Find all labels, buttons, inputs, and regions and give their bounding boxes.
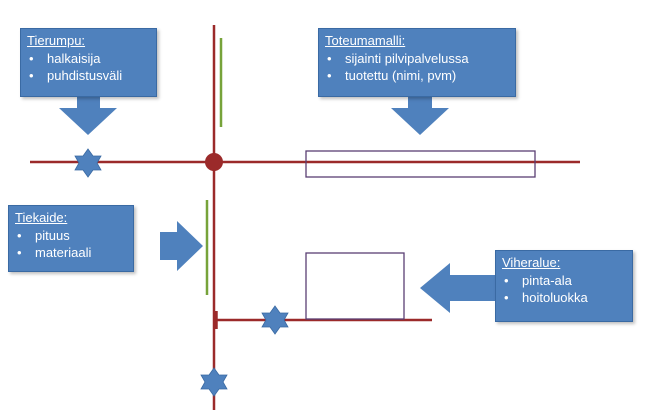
viheralue-item: pinta-ala xyxy=(502,272,626,289)
culvert-star-icon xyxy=(261,305,289,335)
viheralue-arrow xyxy=(420,263,495,313)
green-area-box xyxy=(305,252,405,320)
toteumamalli-item: tuotettu (nimi, pvm) xyxy=(325,67,509,84)
viheralue-item: hoitoluokka xyxy=(502,289,626,306)
viheralue-callout: Viheralue: pinta-ala hoitoluokka xyxy=(495,250,633,322)
tiekaide-item: pituus xyxy=(15,227,127,244)
tierumpu-title: Tierumpu: xyxy=(27,33,86,48)
tierumpu-callout: Tierumpu: halkaisija puhdistusväli xyxy=(20,28,157,97)
toteumamalli-callout: Toteumamalli: sijainti pilvipalvelussa t… xyxy=(318,28,516,97)
toteumamalli-title: Toteumamalli: xyxy=(325,33,406,48)
tiekaide-callout: Tiekaide: pituus materiaali xyxy=(8,205,134,272)
as-built-model-box xyxy=(305,150,536,178)
intersection-node xyxy=(205,153,223,171)
toteumamalli-item: sijainti pilvipalvelussa xyxy=(325,50,509,67)
culvert-star-icon xyxy=(200,367,228,397)
culvert-star-icon xyxy=(74,148,102,178)
tiekaide-arrow xyxy=(160,221,203,271)
tiekaide-item: materiaali xyxy=(15,244,127,261)
tierumpu-item: halkaisija xyxy=(27,50,150,67)
tiekaide-title: Tiekaide: xyxy=(15,210,68,225)
tierumpu-item: puhdistusväli xyxy=(27,67,150,84)
toteumamalli-arrow xyxy=(391,96,449,135)
viheralue-title: Viheralue: xyxy=(502,255,561,270)
tierumpu-arrow xyxy=(59,96,117,135)
